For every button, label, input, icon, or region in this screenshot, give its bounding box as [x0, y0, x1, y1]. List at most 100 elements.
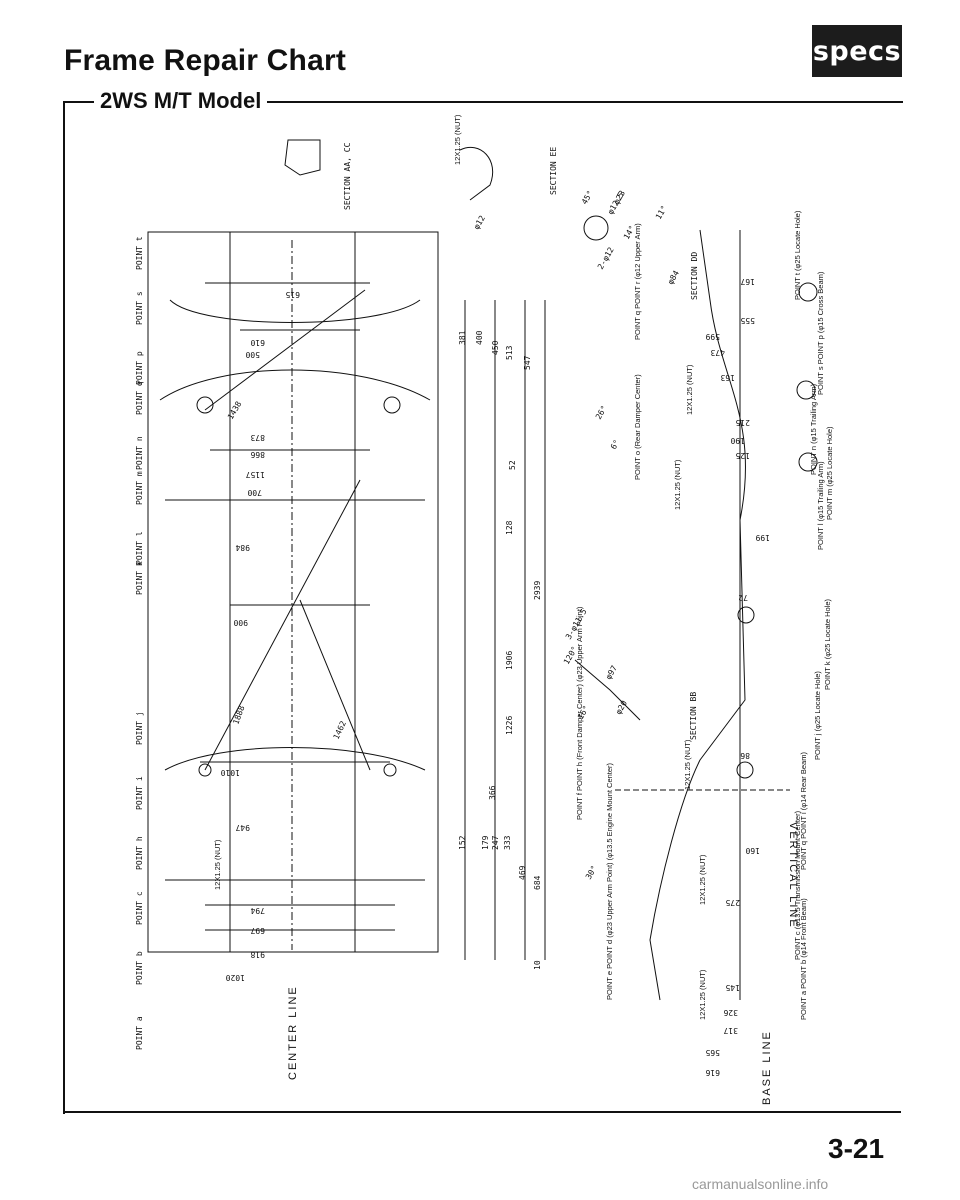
side-dimension-label: 473	[710, 348, 725, 357]
section-angle-label: φ97	[604, 664, 619, 681]
diagonal-dimension-label: 1438	[226, 400, 244, 421]
right-point-note: POINT q POINT r (φ12 Upper Arm)	[633, 223, 642, 340]
plan-dimension-label: 500	[245, 350, 260, 359]
point-circle-i-right	[383, 763, 397, 777]
section-angle-label: 2-φ12	[596, 245, 616, 271]
point-circle-i-left	[198, 763, 212, 777]
plan-dimension-label: 947	[235, 823, 250, 832]
plan-dimension-label: 52	[508, 460, 517, 470]
side-dimension-label: 72	[738, 593, 748, 602]
plan-dimension-label: 152	[458, 835, 467, 850]
section-aa-detail	[284, 139, 321, 176]
right-point-note: POINT c (φ13.5 Transmission Mount Center…	[793, 810, 802, 960]
page-title: Frame Repair Chart	[64, 44, 347, 77]
section-dd-detail	[583, 215, 609, 241]
side-dimension-label: 145	[725, 983, 740, 992]
plan-dimension-label: 547	[523, 355, 532, 370]
plan-dimension-label: 400	[475, 330, 484, 345]
section-angle-label: φ12	[472, 214, 487, 231]
section-labels: SECTION AA, CC SECTION EE SECTION DD SEC…	[343, 142, 699, 740]
nut-spec-label: 12X1.25 (NUT)	[685, 364, 694, 415]
plan-dimension-label: 918	[250, 950, 265, 959]
point-circle-n-side	[798, 452, 818, 472]
section-angle-label: 6°	[609, 438, 622, 451]
diag-1888	[204, 479, 361, 771]
point-circle-j-side	[736, 761, 754, 779]
plan-dimension-label: 2939	[533, 581, 542, 600]
side-dimension-label: 555	[740, 316, 755, 325]
nut-spec-label: 12X1.25 (NUT)	[698, 854, 707, 905]
plan-dimension-label: 513	[505, 345, 514, 360]
side-view	[574, 215, 818, 1001]
plan-dimension-label: 381	[458, 330, 467, 345]
model-subtitle: 2WS M/T Model	[94, 88, 268, 114]
section-angle-label: 30°	[584, 864, 599, 881]
left-point-label: POINT h	[135, 836, 144, 870]
side-dimension-label: 616	[705, 1068, 720, 1077]
right-point-note: POINT q POINT i (φ14 Rear Beam)	[799, 752, 808, 870]
diagonal-dimension-label: 1888	[231, 704, 246, 725]
diagram-frame	[63, 101, 903, 1114]
left-point-label: POINT p	[135, 351, 144, 385]
nut-spec-label: 12X1.25 (NUT)	[698, 969, 707, 1020]
watermark: carmanualsonline.info	[692, 1176, 829, 1192]
right-point-note: POINT k (φ25 Locate Hole)	[823, 598, 832, 690]
vertical-line-label: VERTICAL LINE	[787, 822, 799, 929]
plan-dimension-label: 1157	[246, 470, 265, 479]
right-point-note: POINT m (φ25 Locate Hole)	[825, 426, 834, 520]
left-point-label: POINT s	[135, 291, 144, 325]
rear-crossmember	[169, 299, 421, 323]
section-ee-detail	[459, 147, 494, 201]
side-dimension-label: 125	[735, 451, 750, 460]
plan-dimension-label: 366	[488, 785, 497, 800]
nut-spec-label: 12X1.25 (NUT)	[453, 114, 462, 165]
line-labels: CENTER LINE BASE LINE VERTICAL LINE	[287, 822, 799, 1105]
right-point-note: POINT l (φ15 Trailing Arm)	[816, 461, 825, 550]
plan-dimension-label: 615	[285, 290, 300, 299]
section-angle-label: 45°	[580, 189, 595, 206]
section-label-bb: SECTION BB	[689, 692, 698, 740]
plan-dimension-label: 610	[250, 338, 265, 347]
plan-dimension-label: 1010	[221, 768, 240, 777]
plan-outline	[147, 231, 439, 953]
side-dimension-label: 599	[705, 332, 720, 341]
plan-dimension-label: 1906	[505, 651, 514, 670]
section-details	[284, 139, 494, 201]
left-point-label: POINT c	[135, 891, 144, 925]
right-point-note: POINT e POINT d (φ23 Upper Arm Point) (φ…	[605, 762, 614, 1000]
left-point-label: POINT i	[135, 776, 144, 810]
nut-spec-label: 12X1.25 (NUT)	[213, 839, 222, 890]
left-point-label: POINT t	[135, 236, 144, 270]
diag-1438	[204, 289, 366, 411]
right-point-note: POINT s POINT p (φ15 Cross Beam)	[816, 271, 825, 395]
plan-dimension-label: 247	[491, 835, 500, 850]
section-angle-label: φ23	[612, 189, 627, 206]
right-point-note: POINT o (Rear Damper Center)	[633, 374, 642, 480]
plan-dimension-label: 697	[250, 926, 265, 935]
plan-dimension-label: 469	[518, 865, 527, 880]
plan-dimension-label: 794	[250, 906, 265, 915]
plan-dimension-label: 1226	[505, 716, 514, 735]
right-point-note: POINT t (φ25 Locate Hole)	[793, 210, 802, 300]
side-dimension-label: 190	[730, 436, 745, 445]
right-point-note: POINT j (φ25 Locate Hole)	[813, 671, 822, 760]
point-circle-q-left	[196, 396, 214, 414]
point-circle-t-side	[798, 282, 818, 302]
right-point-note: POINT f POINT h (Front Damper Center) (φ…	[575, 606, 584, 820]
plan-dimension-label: 684	[533, 875, 542, 890]
point-circle-k-side	[737, 606, 755, 624]
specs-badge: specs	[812, 25, 902, 77]
right-point-note: POINT a POINT b (φ14 Front Beam)	[799, 898, 808, 1020]
center-line-label: CENTER LINE	[287, 985, 299, 1080]
section-angle-label: 26°	[594, 404, 609, 421]
plan-dimension-label: 450	[491, 340, 500, 355]
nut-spec-label: 12X1.25 (NUT)	[673, 459, 682, 510]
side-dimension-label: 215	[735, 418, 750, 427]
plan-dimension-label: 984	[235, 543, 250, 552]
plan-dimension-label: 866	[250, 450, 265, 459]
side-dimension-label: 317	[723, 1026, 738, 1035]
right-point-labels: POINT t (φ25 Locate Hole) POINT s POINT p…	[575, 210, 834, 1020]
plan-dimension-label: 128	[505, 520, 514, 535]
plan-dimension-label: 10	[533, 960, 542, 970]
